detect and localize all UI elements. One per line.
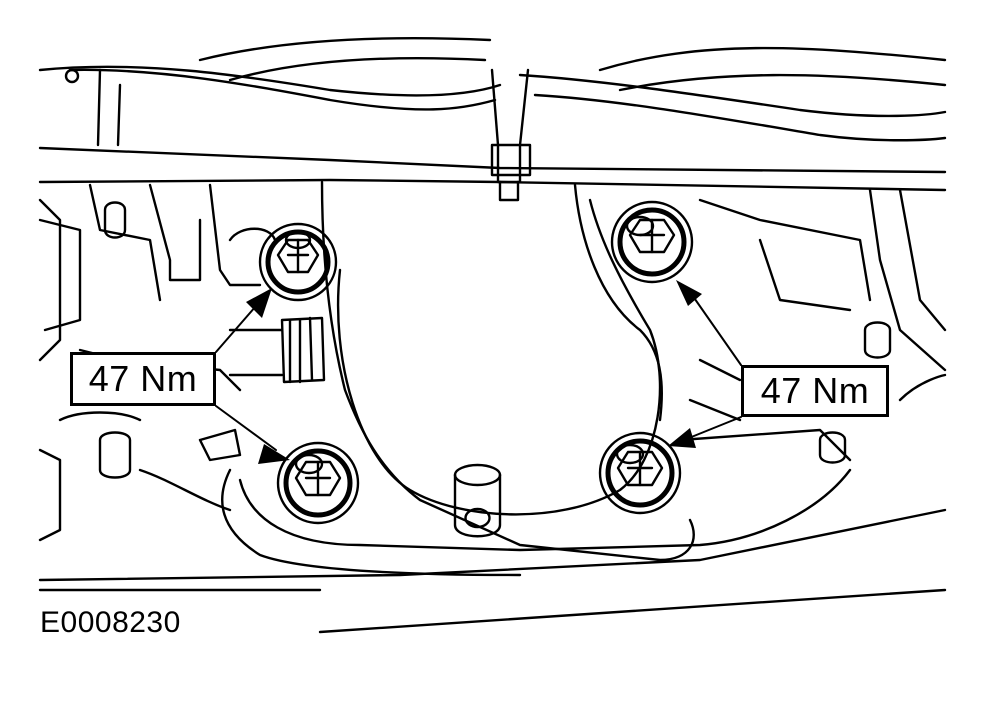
axle-housing (238, 468, 852, 552)
torque-callout-right: 47 Nm (741, 365, 889, 417)
bolt-lower-left (276, 441, 360, 525)
arrowhead-upper-left (246, 288, 272, 318)
leader-left-upper (215, 305, 257, 353)
leader-right-upper (689, 291, 742, 366)
torque-value-left: 47 Nm (88, 358, 198, 399)
bolt-upper-right (610, 200, 694, 284)
leader-left-lower (215, 405, 277, 451)
cross-member (38, 146, 947, 174)
leader-right-lower (683, 416, 742, 441)
torque-callout-left: 47 Nm (70, 352, 216, 406)
arrowhead-lower-right (668, 428, 696, 448)
pinion-nut (280, 316, 326, 384)
torque-value-right: 47 Nm (760, 370, 870, 411)
arrowhead-upper-right (676, 280, 702, 306)
bolt-lower-right (598, 431, 682, 515)
figure-reference-id: E0008230 (40, 606, 181, 639)
arrowhead-lower-left (258, 444, 290, 464)
bolt-upper-left (258, 222, 338, 302)
lower-bar (38, 508, 947, 582)
fill-plug (453, 463, 502, 538)
floor-pan-outline (38, 65, 502, 97)
strap-bracket (490, 68, 530, 184)
